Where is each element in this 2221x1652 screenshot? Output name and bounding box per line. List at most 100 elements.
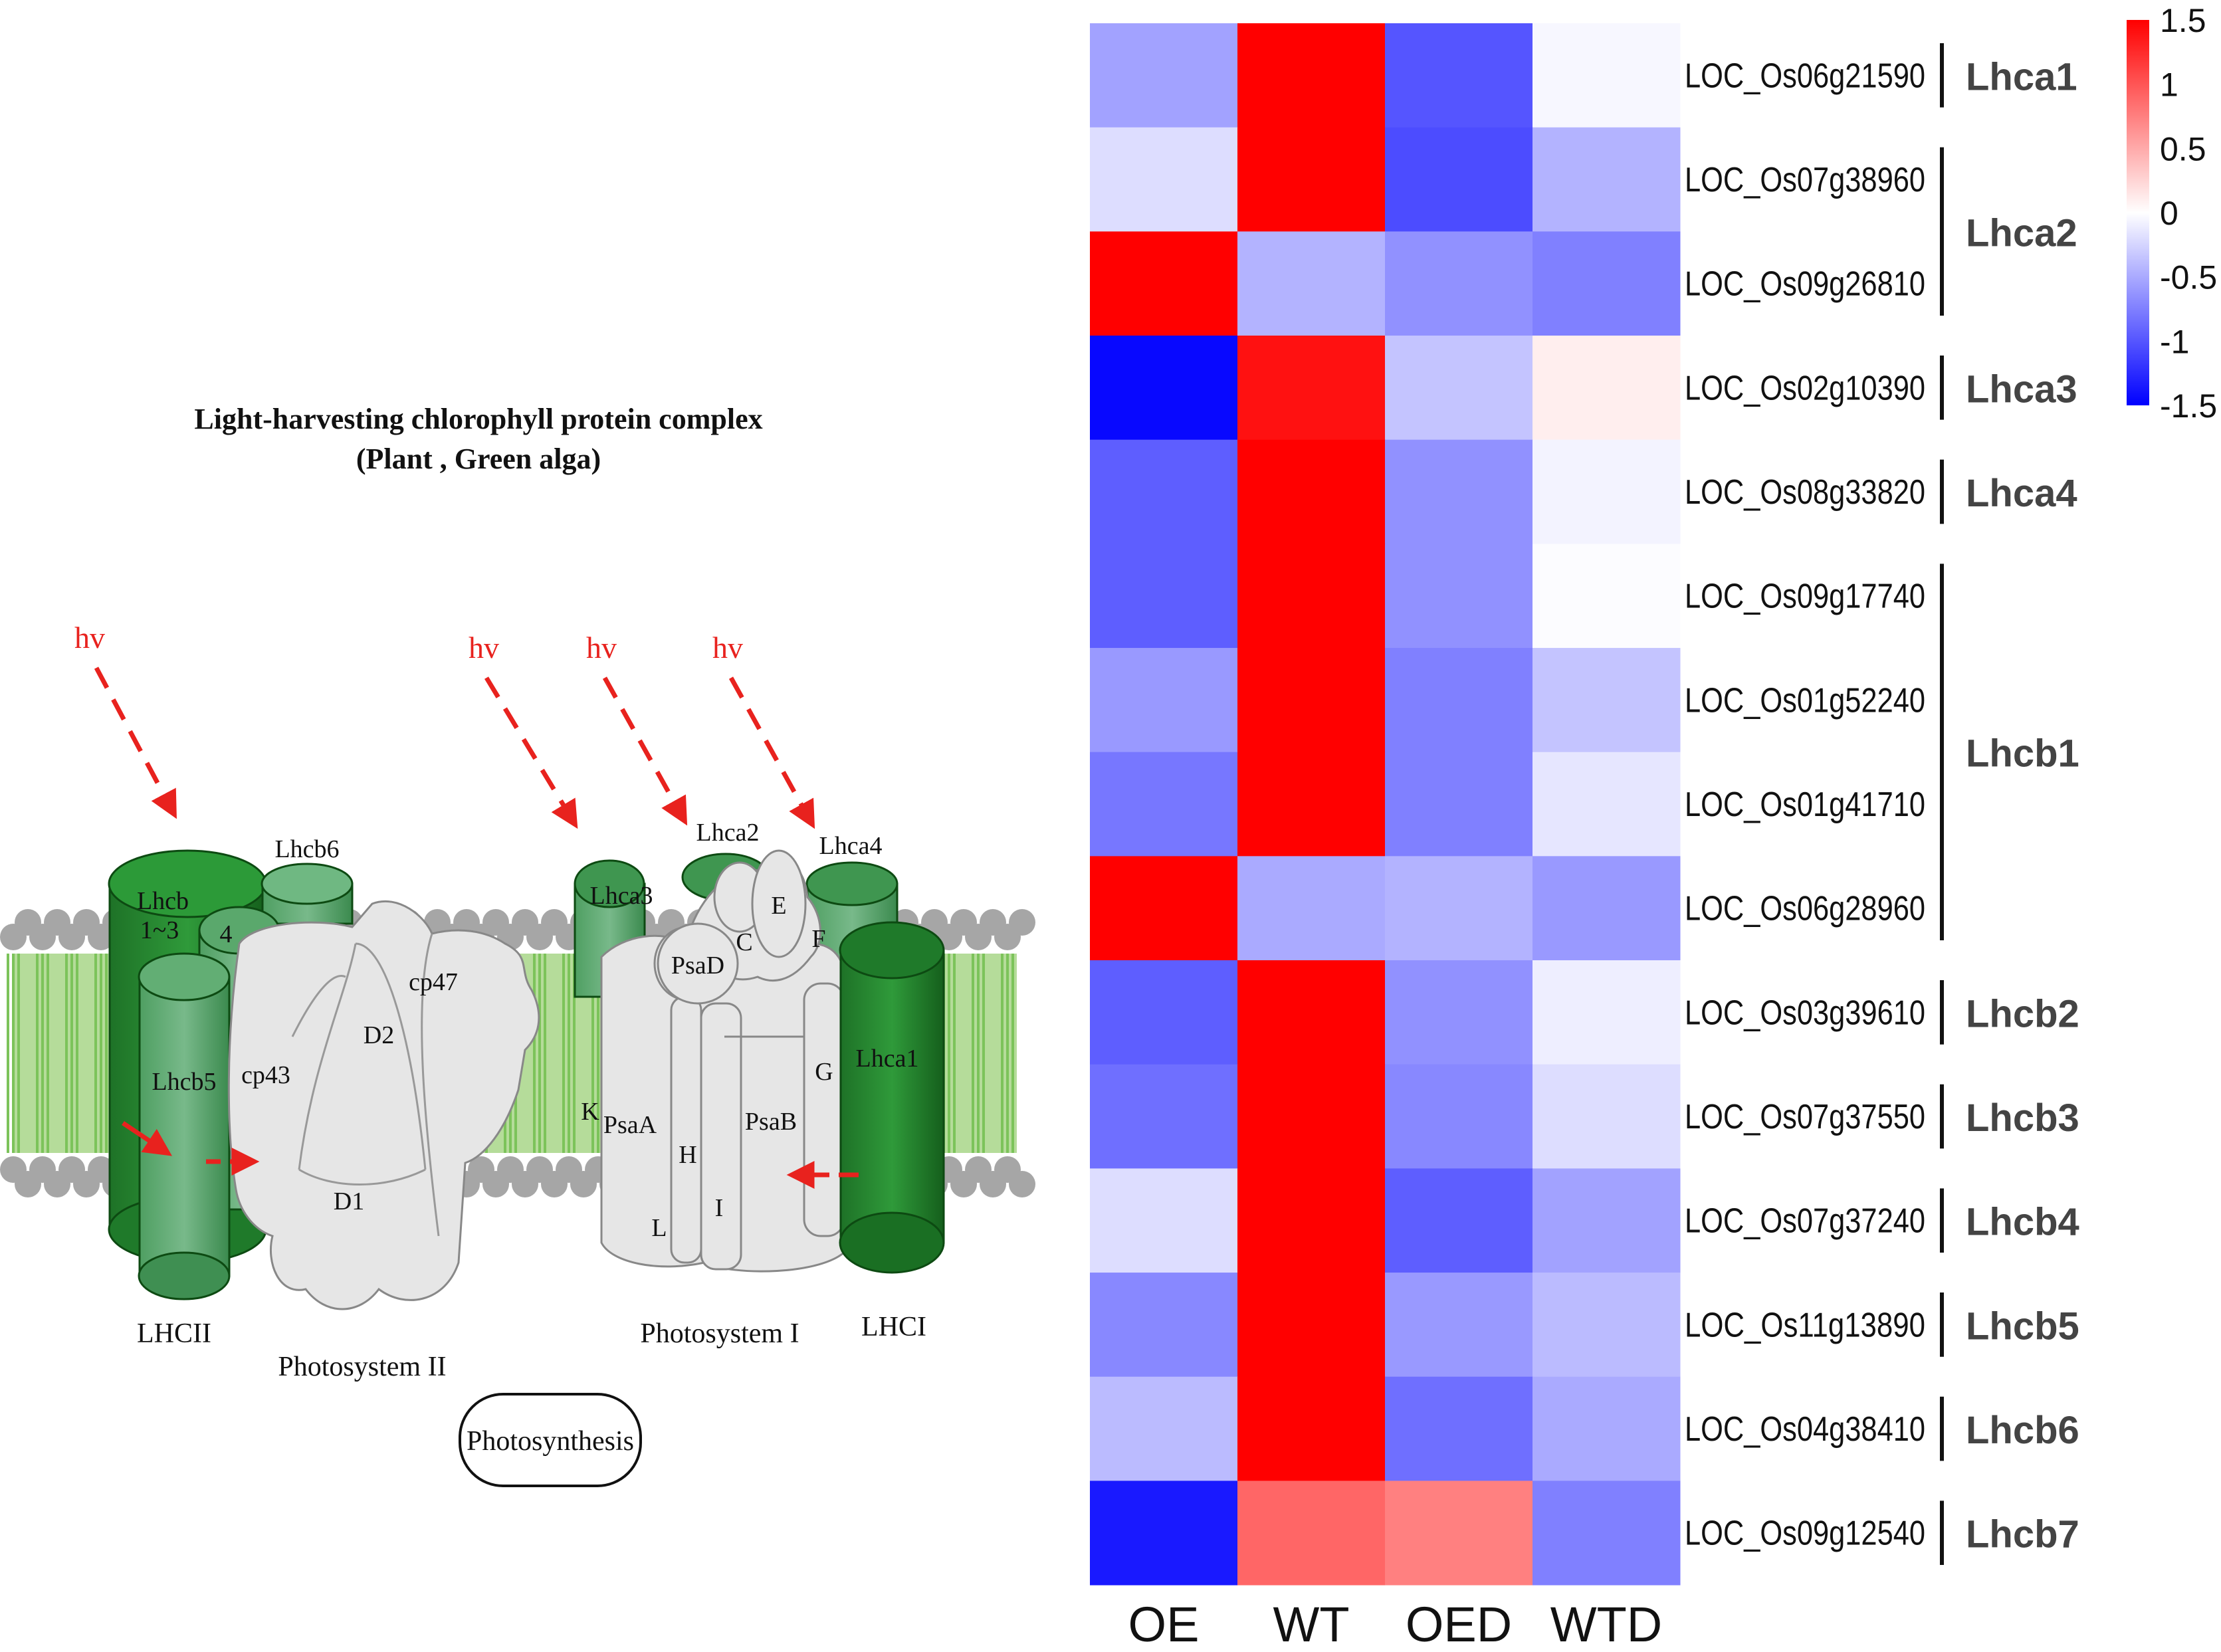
gene-label: LOC_Os01g41710 (1685, 785, 1925, 824)
heatmap-cell (1237, 1481, 1386, 1586)
heatmap-cell (1533, 23, 1681, 128)
heatmap-cell (1533, 127, 1681, 232)
group-label: Lhca2 (1966, 211, 2077, 255)
photosynthesis-label[interactable]: Photosynthesis (467, 1426, 634, 1457)
label-lhca4: Lhca4 (819, 832, 883, 860)
group-label: Lhca4 (1966, 472, 2077, 515)
heatmap-cell (1090, 960, 1238, 1065)
heatmap-cell (1385, 648, 1533, 753)
heatmap-cell (1385, 23, 1533, 128)
gene-label: LOC_Os06g21590 (1685, 56, 1925, 95)
gene-label: LOC_Os02g10390 (1685, 369, 1925, 407)
heatmap-cell (1385, 231, 1533, 336)
column-label: OE (1128, 1597, 1200, 1652)
column-label: WT (1273, 1597, 1349, 1652)
group-label: Lhcb5 (1966, 1304, 2079, 1348)
colorbar-gradient (2127, 20, 2149, 405)
colorbar-tick-label: 0 (2160, 195, 2178, 232)
label-h: H (679, 1141, 696, 1169)
column-label: WTD (1550, 1597, 1663, 1652)
photosynthesis-pathway-link[interactable]: Photosynthesis (459, 1393, 642, 1487)
colorbar-legend: 1.5 1 0.5 0 -0.5 -1 -1.5 (2127, 2, 2217, 425)
heatmap-cell (1237, 336, 1386, 441)
label-lhcb13-sub: 1~3 (140, 916, 179, 944)
light-arrows: hv hv hv hv (74, 621, 859, 1189)
label-lhca2: Lhca2 (696, 819, 760, 847)
lipid-head (1009, 909, 1035, 936)
light-arrow-1 (94, 667, 177, 819)
label-g: G (815, 1058, 833, 1086)
heatmap-cell (1237, 856, 1386, 961)
gene-label: LOC_Os07g37550 (1685, 1098, 1925, 1136)
photosystem-ii: cp43 cp47 D2 D1 (227, 900, 540, 1310)
colorbar-tick-label: -0.5 (2160, 259, 2217, 296)
label-lhcb6: Lhcb6 (274, 835, 339, 863)
heatmap-cell (1237, 648, 1386, 753)
heatmap-cell (1237, 439, 1386, 544)
hv-label-4: hv (712, 631, 743, 665)
colorbar-tick-label: 0.5 (2160, 130, 2206, 167)
label-d2: D2 (364, 1021, 394, 1049)
gene-label: LOC_Os07g37240 (1685, 1202, 1925, 1241)
light-arrow-2 (484, 676, 578, 829)
label-cp43: cp43 (241, 1061, 290, 1089)
heatmap-cell (1237, 1064, 1386, 1169)
group-label: Lhca1 (1966, 55, 2077, 98)
energy-arrow-1 (122, 1121, 172, 1156)
group-label: Lhcb2 (1966, 992, 2079, 1035)
heatmap-cell (1533, 1064, 1681, 1169)
heatmap-cell (1090, 544, 1238, 649)
hv-label-1: hv (74, 621, 105, 655)
heatmap-cell (1237, 127, 1386, 232)
heatmap-cell (1385, 127, 1533, 232)
label-e: E (771, 892, 786, 920)
label-psaa: PsaA (603, 1111, 657, 1139)
gene-label: LOC_Os06g28960 (1685, 890, 1925, 928)
heatmap-cell (1237, 1376, 1386, 1481)
heatmap-cell (1090, 1376, 1238, 1481)
label-l: L (651, 1214, 667, 1242)
colorbar-tick-label: 1.5 (2160, 2, 2206, 39)
heatmap-cell (1237, 960, 1386, 1065)
group-label: Lhca3 (1966, 367, 2077, 411)
heatmap-cell (1533, 1273, 1681, 1378)
heatmap-cell (1533, 960, 1681, 1065)
gene-label: LOC_Os08g33820 (1685, 473, 1925, 512)
diagram-title-line2: (Plant , Green alga) (356, 443, 601, 475)
heatmap-cell (1090, 1481, 1238, 1586)
colorbar-tick-label: -1 (2160, 323, 2189, 360)
heatmap-cell (1090, 1064, 1238, 1169)
group-label: Lhcb7 (1966, 1513, 2079, 1556)
gene-label: LOC_Os11g13890 (1685, 1306, 1925, 1344)
colorbar-tick-label: 1 (2160, 66, 2178, 104)
gene-family-brackets: Lhca1Lhca2Lhca3Lhca4Lhcb1Lhcb2Lhcb3Lhcb4… (1940, 43, 2079, 1566)
heatmap-cell (1533, 856, 1681, 961)
gene-label: LOC_Os09g26810 (1685, 265, 1925, 304)
heatmap-cell (1090, 856, 1238, 961)
heatmap-cell (1385, 544, 1533, 649)
heatmap-cell (1385, 1064, 1533, 1169)
colorbar-tick-label: -1.5 (2160, 387, 2217, 425)
heatmap-cell (1385, 1376, 1533, 1481)
gene-label: LOC_Os09g12540 (1685, 1514, 1925, 1553)
heatmap-cell (1090, 231, 1238, 336)
hv-label-3: hv (586, 631, 617, 665)
heatmap-cell (1533, 1376, 1681, 1481)
heatmap-cell (1237, 752, 1386, 857)
label-psab: PsaB (745, 1108, 797, 1136)
heatmap-cell (1090, 127, 1238, 232)
heatmap: LOC_Os06g21590LOC_Os07g38960LOC_Os09g268… (1090, 23, 2079, 1652)
heatmap-cell (1090, 439, 1238, 544)
heatmap-cell (1533, 336, 1681, 441)
label-lhca3: Lhca3 (590, 882, 653, 910)
label-psad: PsaD (671, 952, 724, 980)
label-cp47: cp47 (409, 968, 458, 996)
label-d1: D1 (334, 1187, 364, 1215)
heatmap-cell (1090, 23, 1238, 128)
lipid-head (1009, 1171, 1035, 1197)
heatmap-cell (1385, 1481, 1533, 1586)
heatmap-cell (1090, 1168, 1238, 1273)
heatmap-cell (1385, 1273, 1533, 1378)
label-f: F (811, 925, 825, 953)
